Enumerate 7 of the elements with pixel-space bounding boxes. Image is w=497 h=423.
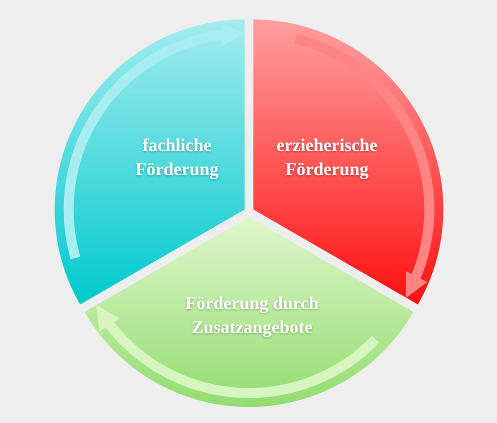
segment-label: erzieherische Förderung bbox=[276, 134, 378, 181]
curved-arrow bbox=[96, 305, 379, 398]
segment-label: Förderung durch Zusatzangebote bbox=[184, 292, 320, 339]
curved-arrow bbox=[294, 34, 434, 298]
segment-label: fachliche Förderung bbox=[134, 134, 220, 181]
pie-segment bbox=[84, 217, 414, 407]
curved-arrow bbox=[64, 24, 245, 260]
